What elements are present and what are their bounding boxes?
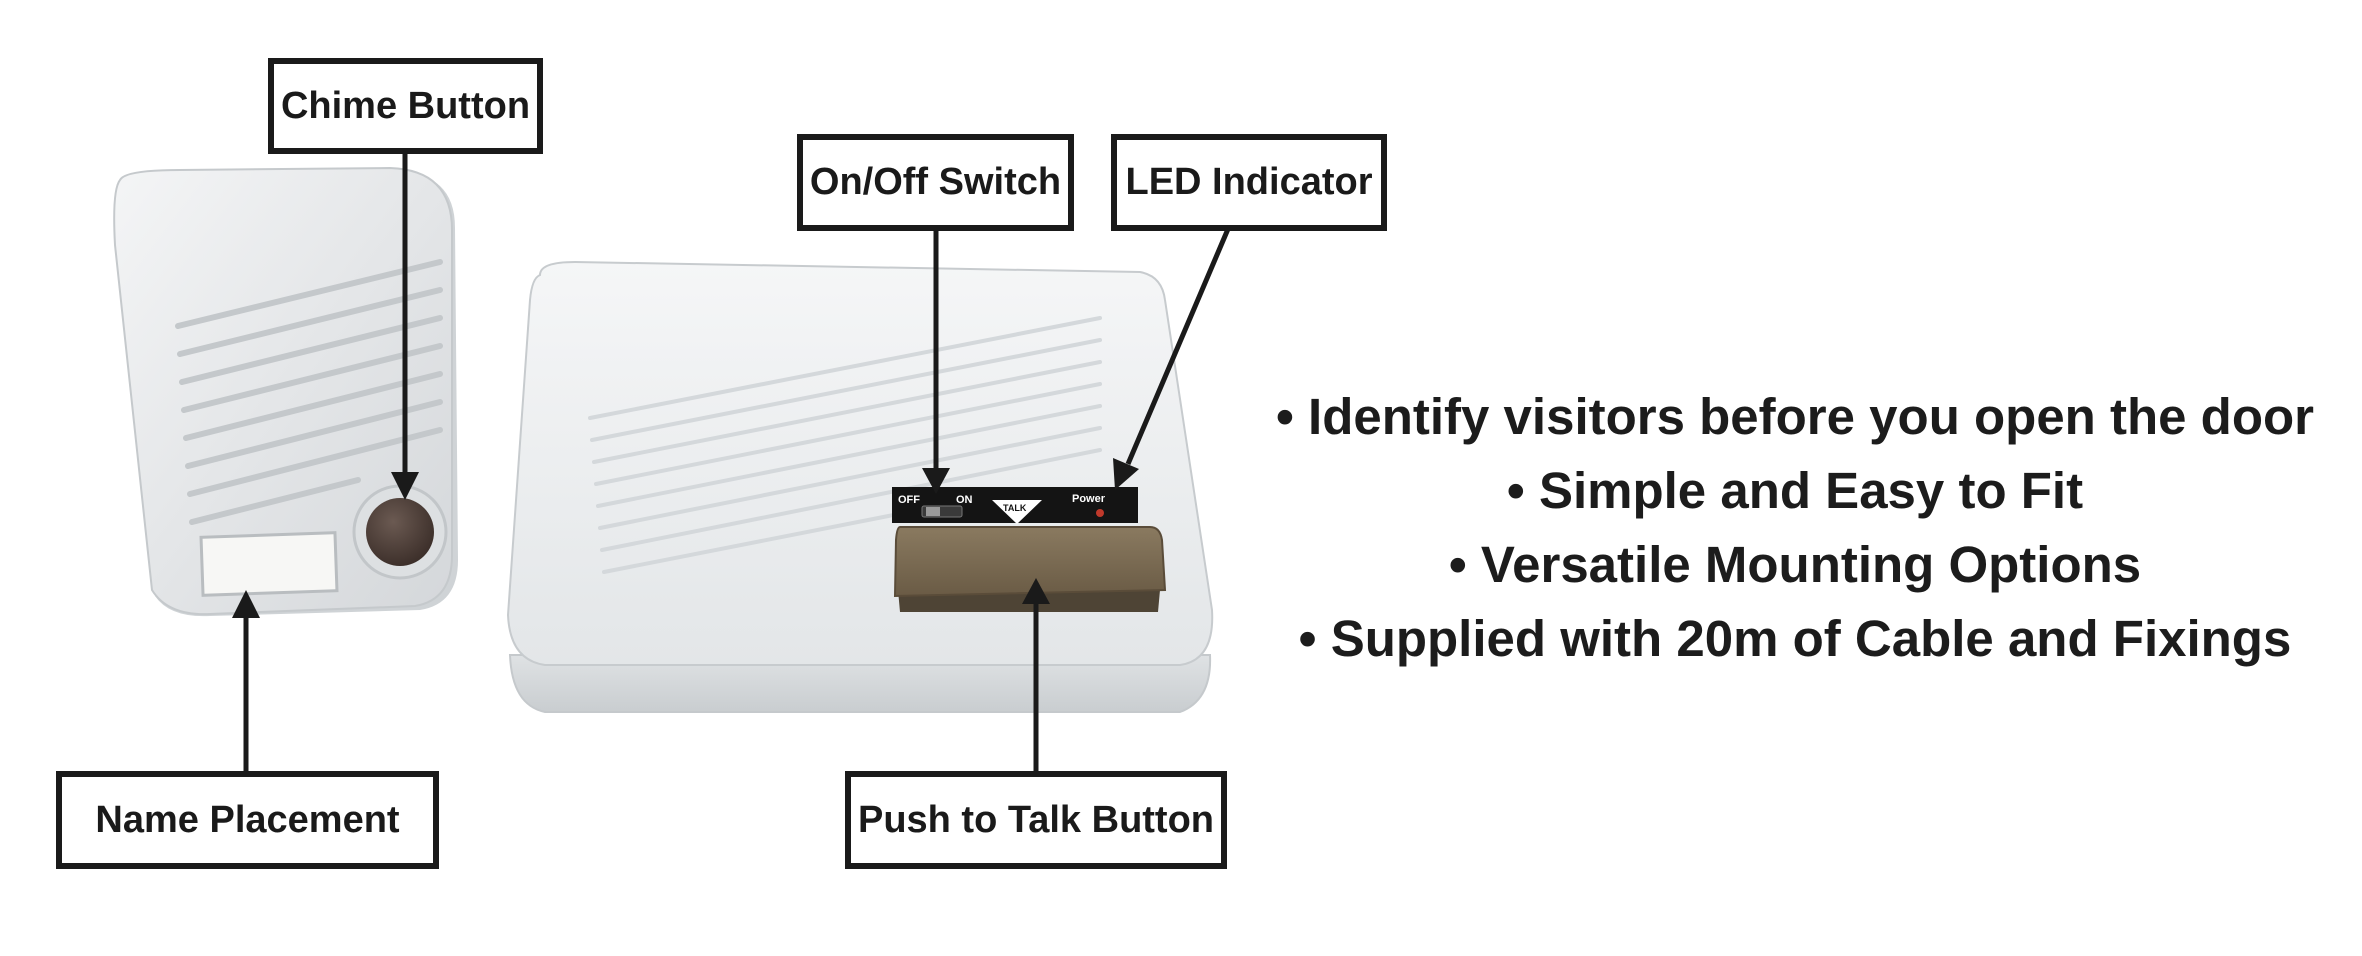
feature-item: Versatile Mounting Options xyxy=(1255,528,2335,602)
chime-speaker-grille xyxy=(175,259,443,525)
panel-power-label: Power xyxy=(1072,493,1106,505)
feature-item: Simple and Easy to Fit xyxy=(1255,454,2335,528)
panel-off-label: OFF xyxy=(898,494,920,506)
callout-connectors xyxy=(243,152,1231,772)
name-placement-arrowhead xyxy=(232,590,260,618)
led-indicator-connector xyxy=(1125,228,1231,465)
led-indicator-callout: LED Indicator xyxy=(1111,134,1387,231)
feature-item: Supplied with 20m of Cable and Fixings xyxy=(1255,602,2335,676)
on-off-switch-arrowhead xyxy=(922,468,950,494)
callout-arrowheads xyxy=(232,458,1139,618)
base-vent-lines xyxy=(588,316,1102,574)
led-indicator xyxy=(1096,509,1104,517)
chime-button-arrowhead xyxy=(391,472,419,500)
talk-triangle-icon xyxy=(992,500,1042,524)
base-unit: OFF ON TALK Power xyxy=(506,260,1214,713)
name-placement-callout: Name Placement xyxy=(56,771,439,869)
push-to-talk-arrowhead xyxy=(1022,578,1050,604)
feature-item: Identify visitors before you open the do… xyxy=(1255,380,2335,454)
chime-button-callout: Chime Button xyxy=(268,58,543,154)
led-indicator-arrowhead xyxy=(1113,458,1139,490)
on-off-switch-knob xyxy=(926,507,940,516)
on-off-switch-callout: On/Off Switch xyxy=(797,134,1074,231)
panel-talk-label: TALK xyxy=(1003,503,1027,513)
push-to-talk-callout: Push to Talk Button xyxy=(845,771,1227,869)
chime-unit xyxy=(113,166,458,617)
chime-button[interactable] xyxy=(366,498,434,566)
panel-on-label: ON xyxy=(956,494,973,506)
push-to-talk-button[interactable] xyxy=(893,526,1167,598)
name-placement-slot xyxy=(199,531,339,597)
feature-list: Identify visitors before you open the do… xyxy=(1255,380,2335,676)
